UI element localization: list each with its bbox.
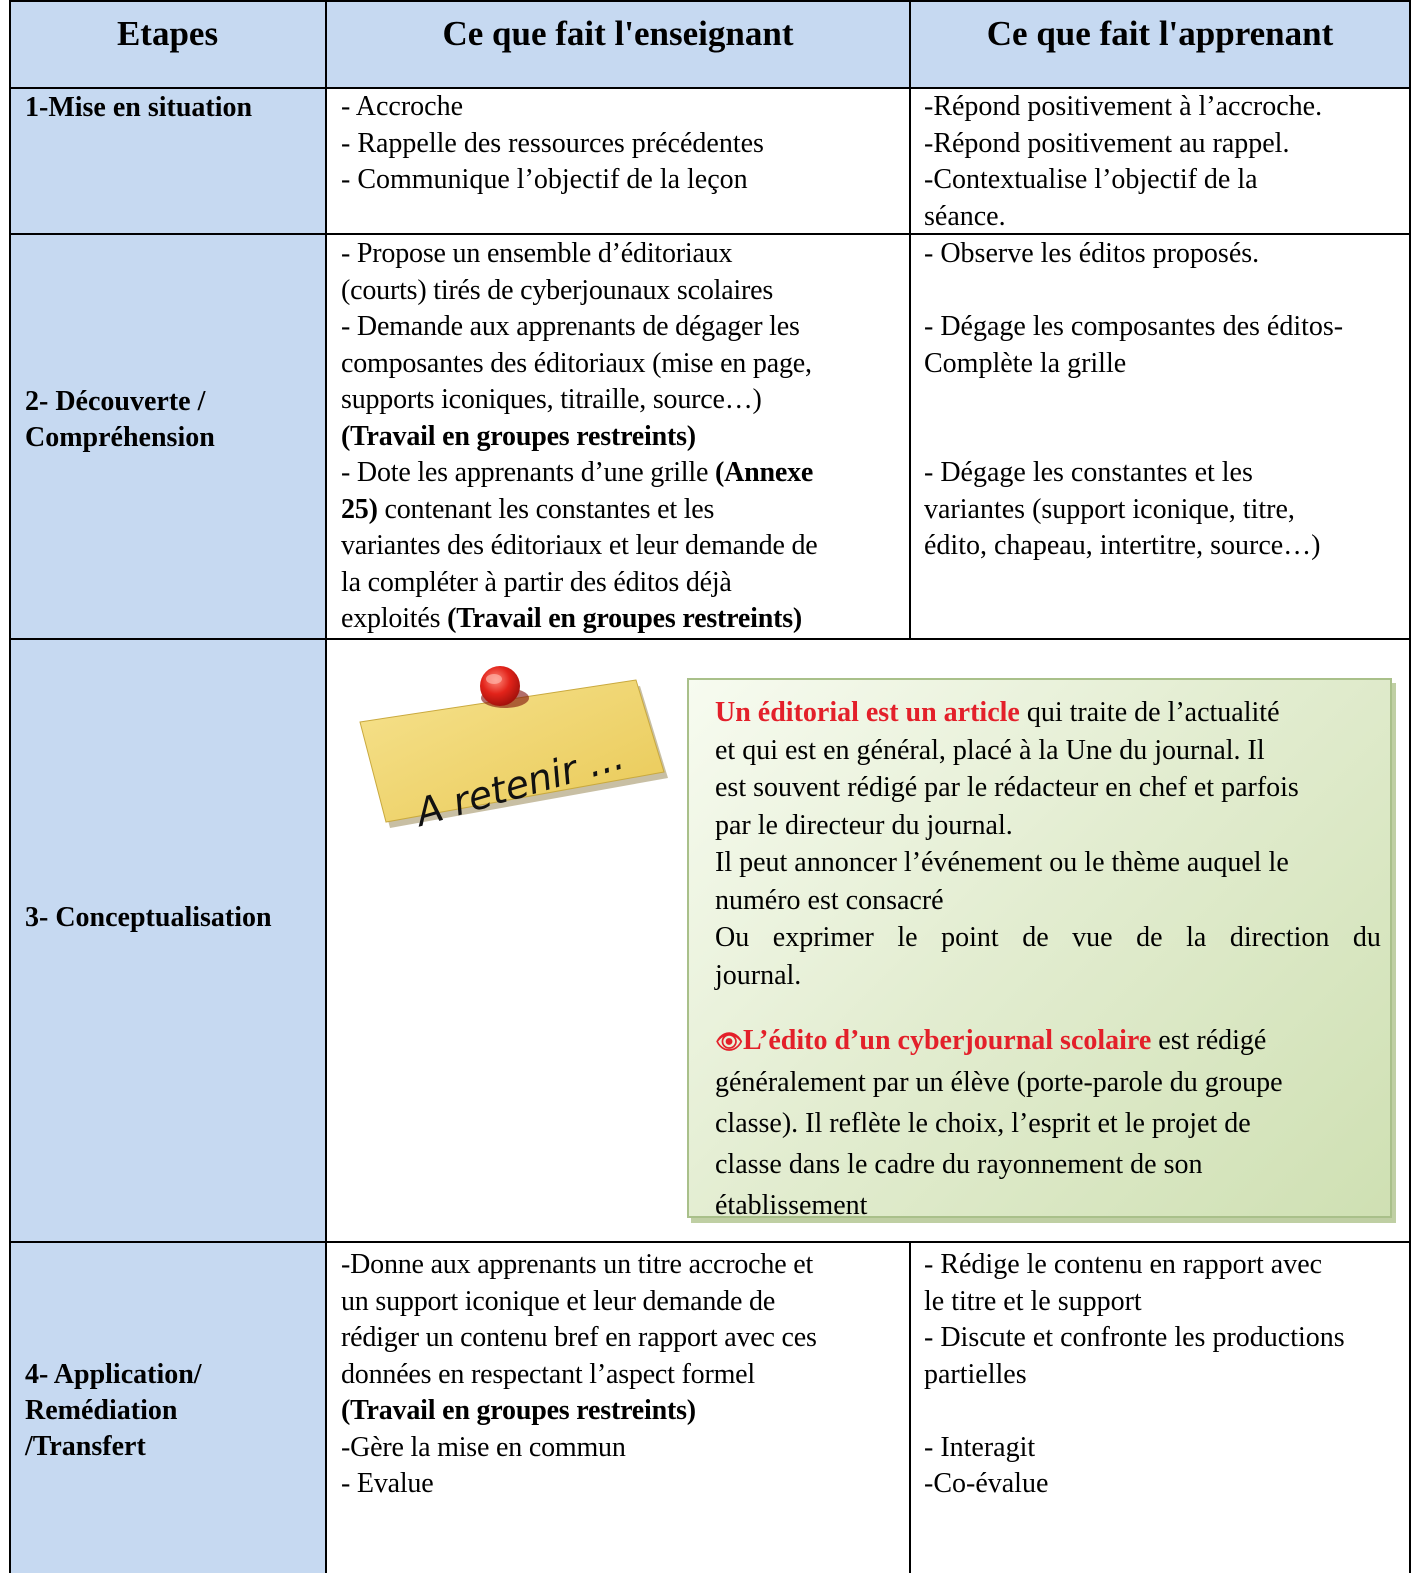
learner-1-line: -Répond positivement à l’accroche. -Répo… — [924, 91, 1323, 232]
a-retenir-sticky-note: A retenir ... — [354, 660, 674, 840]
header-enseignant: Ce que fait l'enseignant — [442, 14, 794, 53]
push-pin-icon — [480, 666, 529, 708]
step-1-label: 1-Mise en situation — [25, 92, 253, 123]
learner-4-text: - Rédige le contenu en rapport avec le t… — [924, 1249, 1345, 1499]
header-row-bg — [9, 0, 1411, 88]
definition-paragraph-1: Un éditorial est un article qui traite d… — [715, 697, 1381, 991]
teacher-4-text: -Donne aux apprenants un titre accroche … — [341, 1249, 817, 1499]
header-apprenant: Ce que fait l'apprenant — [986, 14, 1334, 53]
definition-box: Un éditorial est un article qui traite d… — [687, 678, 1392, 1218]
step-4-label: 4- Application/ Remédiation /Transfert — [25, 1359, 202, 1462]
header-etapes: Etapes — [116, 14, 219, 53]
step-3-label: 3- Conceptualisation — [25, 902, 272, 933]
teacher-1-line: - Accroche - Rappelle des ressources pré… — [341, 91, 764, 195]
step-2-label: 2- Découverte / Compréhension — [25, 386, 215, 453]
etapes-column-bg — [9, 88, 326, 1573]
learner-2-text: - Observe les éditos proposés. - Dégage … — [924, 238, 1344, 561]
teacher-2-text: - Propose un ensemble d’éditoriaux (cour… — [341, 238, 818, 634]
eye-icon: 👁 — [715, 1029, 743, 1054]
lesson-plan-table: Etapes Ce que fait l'enseignant Ce que f… — [9, 0, 1411, 1573]
definition-paragraph-2: 👁L’édito d’un cyberjournal scolaire est … — [715, 1025, 1283, 1218]
